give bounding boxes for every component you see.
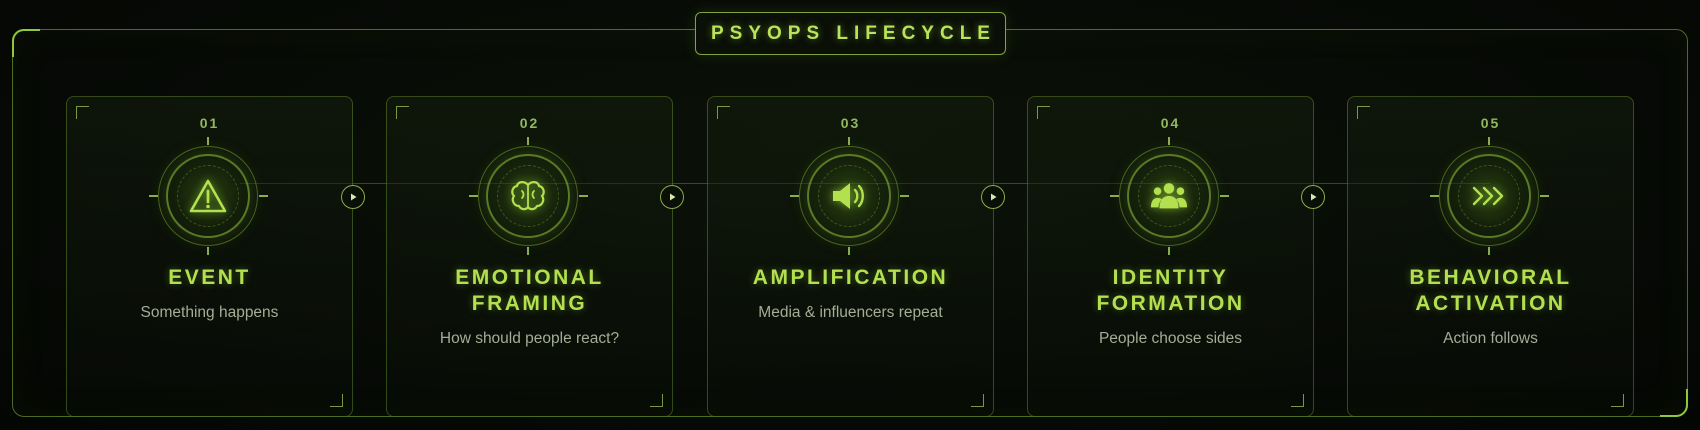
arrow-connector-3 [981,185,1005,209]
arrow-connector-4 [1301,185,1325,209]
card-corner [1037,106,1050,119]
step-number: 03 [840,115,861,131]
play-arrow-icon [351,193,357,201]
play-arrow-icon [991,193,997,201]
step-title: EVENT [168,266,251,289]
step-dial [790,137,910,257]
arrow-connector-1 [341,185,365,209]
step-description: Something happens [140,304,279,321]
card-corner [330,394,343,407]
frame-corner-top-left [12,29,40,57]
step-dial [469,137,589,257]
step-card-5: 05 BEHAVIORAL ACTIVATION Action follows [1347,96,1634,417]
step-card-4: 04 IDENTITY FORMATION People choose side… [1027,96,1314,417]
step-card-2: 02 EMOTIONAL FRAMING How should people r… [386,96,673,417]
frame-corner-bottom-right [1660,389,1688,417]
step-description: Media & influencers repeat [758,304,943,321]
arrow-connector-2 [660,185,684,209]
title-box: PSYOPS LIFECYCLE [695,12,1006,55]
card-corner [396,106,409,119]
step-dial [1430,137,1550,257]
step-number: 05 [1480,115,1501,131]
step-description: How should people react? [439,330,620,347]
card-corner [1291,394,1304,407]
step-card-1: 01 EVENT Something happens [66,96,353,417]
step-dial [149,137,269,257]
chevrons-right-icon [1469,176,1509,216]
diagram-title: PSYOPS LIFECYCLE [711,22,996,44]
step-number: 01 [199,115,220,131]
step-title: IDENTITY FORMATION [1096,266,1245,315]
step-card-3: 03 AMPLIFICATION Media & influencers rep… [707,96,994,417]
step-description: Action follows [1443,330,1538,347]
card-corner [1357,106,1370,119]
card-corner [971,394,984,407]
card-corner [650,394,663,407]
step-title: AMPLIFICATION [752,266,949,289]
step-title: EMOTIONAL FRAMING [455,266,604,315]
play-arrow-icon [1311,193,1317,201]
step-number: 04 [1160,115,1181,131]
speaker-icon [829,176,869,216]
card-corner [717,106,730,119]
card-corner [76,106,89,119]
step-number: 02 [519,115,540,131]
warning-triangle-icon [188,176,228,216]
group-icon [1149,176,1189,216]
step-title: BEHAVIORAL ACTIVATION [1409,266,1572,315]
play-arrow-icon [670,193,676,201]
step-description: People choose sides [1098,330,1243,347]
brain-icon [508,176,548,216]
step-dial [1110,137,1230,257]
card-corner [1611,394,1624,407]
